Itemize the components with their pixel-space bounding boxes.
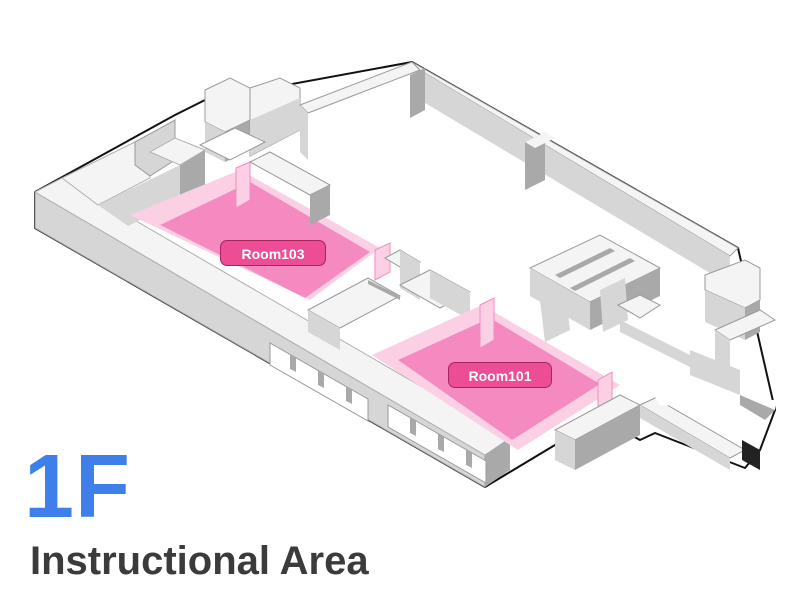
- room-103-label[interactable]: Room103: [220, 240, 326, 266]
- right-end-stairs: [690, 259, 777, 470]
- front-wall-windows: [269, 342, 487, 484]
- restroom-cluster: [528, 234, 700, 372]
- back-outer-wall: [299, 61, 739, 285]
- left-end-rooms: [61, 77, 301, 226]
- partition-walls: [248, 151, 472, 350]
- floor-level-title: 1F: [24, 437, 132, 537]
- room-101-label[interactable]: Room101: [448, 362, 552, 388]
- area-name-subtitle: Instructional Area: [30, 539, 369, 583]
- front-outer-wall: [33, 177, 511, 488]
